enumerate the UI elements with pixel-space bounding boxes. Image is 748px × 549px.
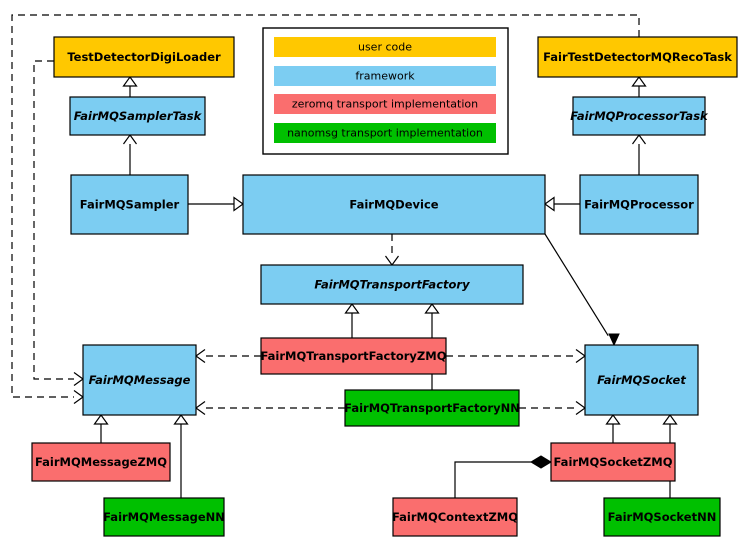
class-node-FairMQMessage[interactable]: FairMQMessage bbox=[82, 344, 197, 416]
legend-label-1: framework bbox=[355, 70, 415, 83]
class-box-FairMQDevice[interactable] bbox=[242, 174, 546, 235]
legend-swatch-3 bbox=[274, 123, 496, 143]
legend-item-3: nanomsg transport implementation bbox=[274, 123, 496, 143]
edge-socketzmq-inherits-socket bbox=[605, 413, 621, 443]
class-box-FairMQMessageNN[interactable] bbox=[103, 497, 225, 537]
class-label-FairMQTransportFactory: FairMQTransportFactory bbox=[314, 278, 470, 292]
edge-sampler-inherits-samplertask bbox=[123, 133, 137, 175]
class-label-FairMQDevice: FairMQDevice bbox=[349, 198, 438, 212]
class-node-FairMQSocketZMQ[interactable]: FairMQSocketZMQ bbox=[550, 442, 676, 482]
class-label-FairTestDetectorMQRecoTask: FairTestDetectorMQRecoTask bbox=[543, 50, 732, 64]
class-node-FairMQSampler[interactable]: FairMQSampler bbox=[70, 174, 189, 235]
legend-label-2: zeromq transport implementation bbox=[292, 98, 478, 111]
class-label-FairMQProcessor: FairMQProcessor bbox=[584, 198, 694, 212]
class-node-FairMQTransportFactory[interactable]: FairMQTransportFactory bbox=[260, 264, 524, 305]
class-box-FairMQTransportFactoryZMQ[interactable] bbox=[260, 337, 447, 375]
class-box-FairMQProcessorTask[interactable] bbox=[572, 96, 706, 136]
class-label-FairMQMessageZMQ: FairMQMessageZMQ bbox=[35, 455, 167, 469]
edge-device-uses-transportfactory bbox=[385, 234, 399, 267]
class-node-FairMQTransportFactoryNN[interactable]: FairMQTransportFactoryNN bbox=[344, 389, 520, 427]
class-box-FairMQSocketNN[interactable] bbox=[603, 497, 721, 537]
class-node-FairMQSamplerTask[interactable]: FairMQSamplerTask bbox=[69, 96, 206, 136]
edge-factorynn-creates-message bbox=[194, 401, 345, 415]
class-label-FairMQSamplerTask: FairMQSamplerTask bbox=[74, 109, 203, 123]
edge-factoryzmq-inherits-factory bbox=[344, 302, 360, 338]
legend-item-0: user code bbox=[274, 37, 496, 57]
class-box-FairTestDetectorMQRecoTask[interactable] bbox=[537, 36, 738, 78]
edge-device-uses-socket bbox=[544, 233, 620, 347]
class-node-TestDetectorDigiLoader[interactable]: TestDetectorDigiLoader bbox=[53, 36, 235, 78]
legend-label-0: user code bbox=[358, 41, 412, 54]
edges-layer bbox=[11, 14, 678, 498]
edge-processor-inherits-device bbox=[543, 196, 580, 212]
class-label-FairMQSocketNN: FairMQSocketNN bbox=[608, 510, 717, 524]
class-node-FairMQDevice[interactable]: FairMQDevice bbox=[242, 174, 546, 235]
class-box-FairMQSocket[interactable] bbox=[584, 344, 699, 416]
class-box-FairMQSampler[interactable] bbox=[70, 174, 189, 235]
edge-factoryzmq-creates-message bbox=[194, 349, 261, 363]
class-label-FairMQContextZMQ: FairMQContextZMQ bbox=[392, 510, 518, 524]
edge-digiloader-inherits-samplertask bbox=[122, 75, 138, 97]
legend-item-1: framework bbox=[274, 66, 496, 86]
class-box-FairMQTransportFactoryNN[interactable] bbox=[344, 389, 520, 427]
legend-swatch-0 bbox=[274, 37, 496, 57]
legend-panel: user code framework zeromq transport imple… bbox=[262, 27, 509, 155]
class-box-FairMQProcessor[interactable] bbox=[579, 174, 699, 235]
class-box-FairMQMessage[interactable] bbox=[82, 344, 197, 416]
class-node-FairMQTransportFactoryZMQ[interactable]: FairMQTransportFactoryZMQ bbox=[260, 337, 447, 375]
class-label-TestDetectorDigiLoader: TestDetectorDigiLoader bbox=[67, 50, 221, 64]
class-label-FairMQSocket: FairMQSocket bbox=[597, 373, 686, 387]
legend-swatch-2 bbox=[274, 94, 496, 114]
legend-swatch-1 bbox=[274, 66, 496, 86]
edge-factorynn-creates-socket bbox=[519, 401, 587, 415]
class-label-FairMQTransportFactoryZMQ: FairMQTransportFactoryZMQ bbox=[260, 349, 446, 363]
legend-label-3: nanomsg transport implementation bbox=[287, 127, 483, 140]
class-node-FairMQContextZMQ[interactable]: FairMQContextZMQ bbox=[392, 497, 518, 537]
edge-messagezmq-inherits-message bbox=[93, 413, 109, 443]
class-box-FairMQContextZMQ[interactable] bbox=[392, 497, 518, 537]
class-node-FairMQProcessor[interactable]: FairMQProcessor bbox=[579, 174, 699, 235]
class-node-FairMQMessageZMQ[interactable]: FairMQMessageZMQ bbox=[31, 442, 171, 482]
class-label-FairMQTransportFactoryNN: FairMQTransportFactoryNN bbox=[344, 401, 520, 415]
class-node-FairMQProcessorTask[interactable]: FairMQProcessorTask bbox=[570, 96, 709, 136]
edge-recotask-inherits-processortask bbox=[631, 75, 647, 97]
class-box-FairMQMessageZMQ[interactable] bbox=[31, 442, 171, 482]
class-box-FairMQSocketZMQ[interactable] bbox=[550, 442, 676, 482]
edge-socketzmq-composes-contextzmq bbox=[454, 455, 552, 498]
class-label-FairMQMessage: FairMQMessage bbox=[89, 373, 191, 387]
class-box-TestDetectorDigiLoader[interactable] bbox=[53, 36, 235, 78]
nodes-layer: TestDetectorDigiLoaderFairMQSamplerTaskF… bbox=[31, 36, 738, 537]
class-label-FairMQMessageNN: FairMQMessageNN bbox=[103, 510, 225, 524]
class-node-FairTestDetectorMQRecoTask[interactable]: FairTestDetectorMQRecoTask bbox=[537, 36, 738, 78]
class-label-FairMQSampler: FairMQSampler bbox=[80, 198, 180, 212]
class-node-FairMQMessageNN[interactable]: FairMQMessageNN bbox=[103, 497, 225, 537]
class-node-FairMQSocketNN[interactable]: FairMQSocketNN bbox=[603, 497, 721, 537]
class-label-FairMQSocketZMQ: FairMQSocketZMQ bbox=[554, 455, 673, 469]
edge-sampler-inherits-device bbox=[188, 196, 245, 212]
legend-item-2: zeromq transport implementation bbox=[274, 94, 496, 114]
class-node-FairMQSocket[interactable]: FairMQSocket bbox=[584, 344, 699, 416]
class-box-FairMQSamplerTask[interactable] bbox=[69, 96, 206, 136]
class-box-FairMQTransportFactory[interactable] bbox=[260, 264, 524, 305]
edge-factoryzmq-creates-socket bbox=[446, 349, 587, 363]
edge-messagenn-inherits-message bbox=[173, 413, 189, 498]
class-label-FairMQProcessorTask: FairMQProcessorTask bbox=[570, 109, 709, 123]
edge-processor-inherits-processortask bbox=[632, 133, 646, 175]
